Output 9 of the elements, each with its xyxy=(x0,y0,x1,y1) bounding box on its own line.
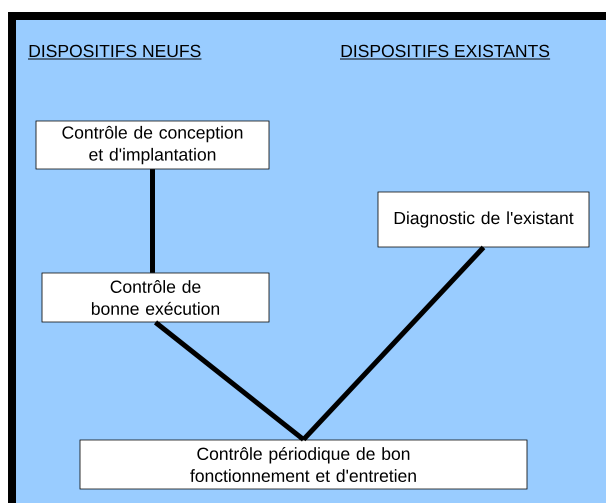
process-box: Contrôle périodique de bon fonctionnement et d'entretien xyxy=(80,440,528,490)
process-box: Diagnostic de l'existant xyxy=(378,192,590,248)
heading: DISPOSITIFS EXISTANTS xyxy=(340,44,551,60)
process-box: Contrôle de bonne exécution xyxy=(42,272,270,322)
process-box: Contrôle de conception et d'implantation xyxy=(36,120,270,170)
connector-line xyxy=(302,246,486,442)
connector-line xyxy=(154,320,306,442)
heading: DISPOSITIFS NEUFS xyxy=(28,44,202,60)
connector-line xyxy=(150,169,155,273)
